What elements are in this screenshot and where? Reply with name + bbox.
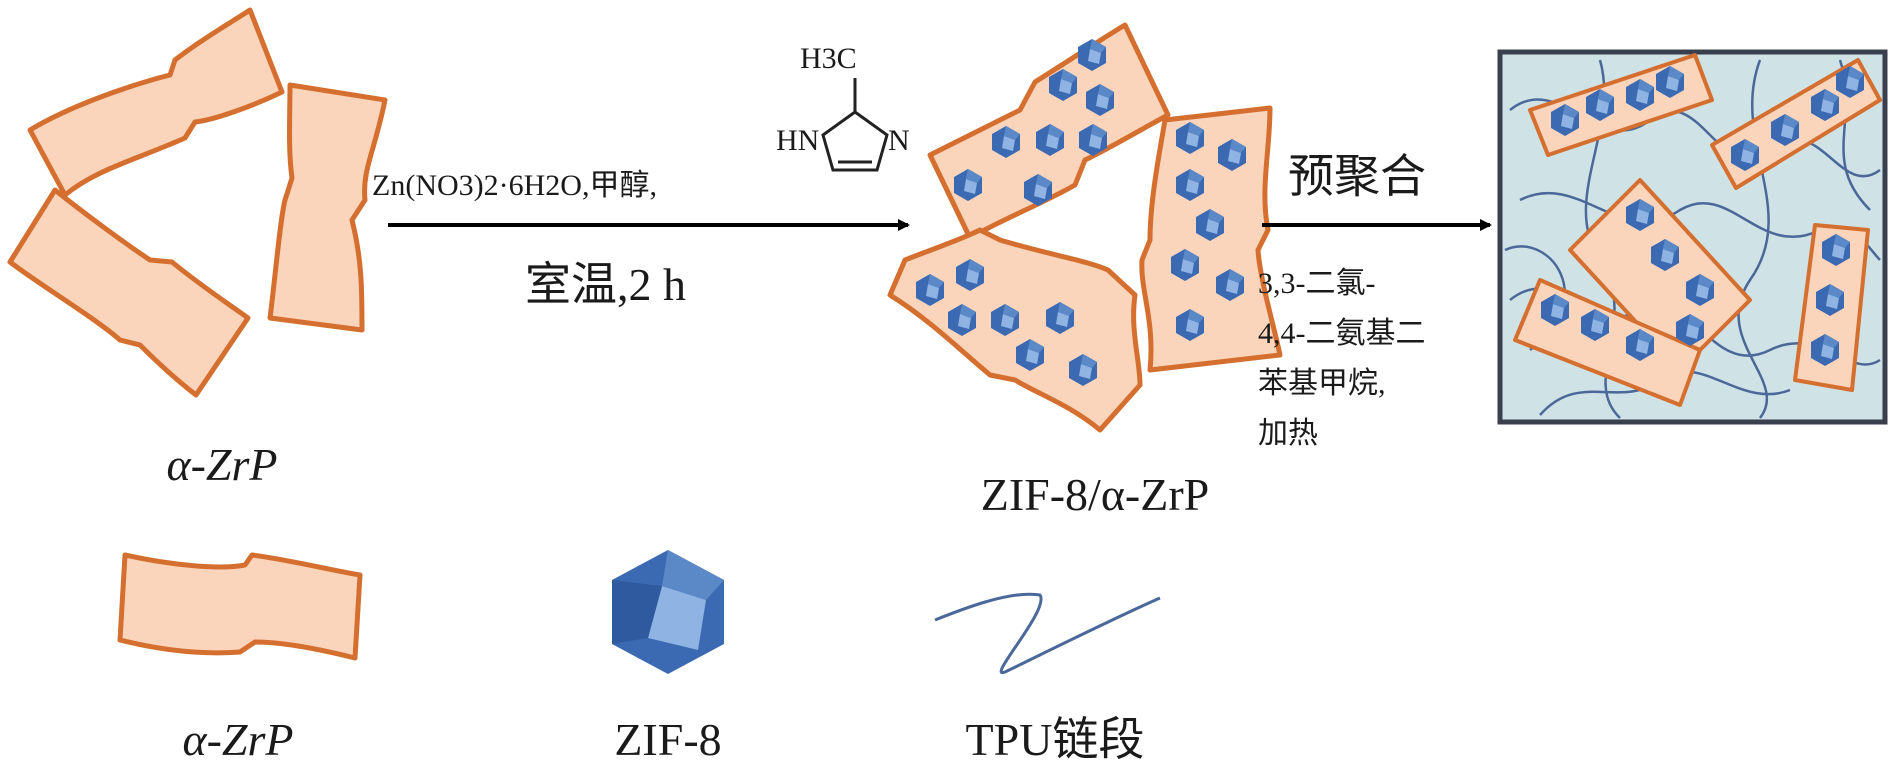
step2-label: 预聚合: [1288, 151, 1426, 202]
intermediate-label: ZIF-8/α-ZrP: [981, 469, 1210, 520]
tpu-composite-box: [1497, 49, 1888, 425]
n-label: N: [888, 124, 910, 157]
step1-condition: 室温,2 h: [525, 259, 686, 310]
methylimidazole-structure: H3C HN N: [776, 42, 910, 172]
zrp-sheets-group: [7, 7, 388, 398]
zrp-sheet-top: [27, 7, 285, 198]
zrp-sheet-right: [267, 82, 388, 333]
legend-label-zif8: ZIF-8: [614, 714, 721, 765]
zrp-sheet-left: [7, 187, 251, 398]
step2-condition-line-4: 加热: [1258, 417, 1318, 450]
step1-reagent: Zn(NO3)2·6H2O,甲醇,: [372, 169, 657, 202]
start-label: α-ZrP: [166, 439, 277, 490]
nh-label: HN: [776, 124, 819, 157]
legend: α-ZrP ZIF-8 TPU链段: [117, 550, 1161, 765]
zrp-sheet-icon: [117, 552, 363, 661]
methyl-label: H3C: [800, 42, 857, 75]
step2-condition-line-3: 苯基甲烷,: [1258, 367, 1386, 400]
legend-label-tpu: TPU链段: [966, 714, 1145, 765]
zif8-crystal-icon: [612, 550, 724, 674]
step2-condition-line-2: 4,4-二氨基二: [1258, 317, 1426, 350]
tpu-chain-icon: [934, 592, 1161, 674]
legend-label-zrp: α-ZrP: [182, 714, 293, 765]
step2-condition-line-1: 3,3-二氯-: [1258, 267, 1375, 300]
